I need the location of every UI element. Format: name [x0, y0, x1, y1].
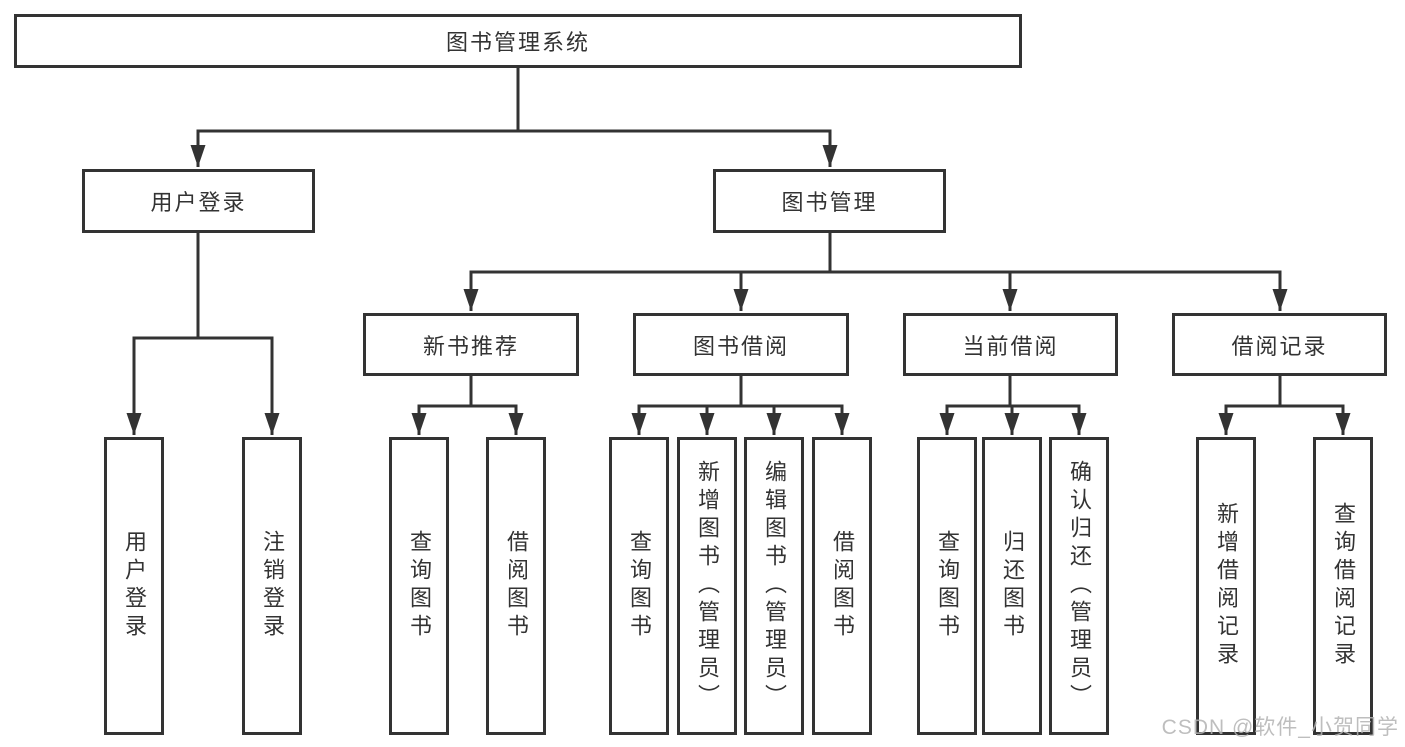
csdn-watermark: CSDN @软件_小贺同学	[1161, 716, 1399, 739]
connector-book-borrow-children	[631, 376, 850, 435]
node-book-management-label: 图书管理	[781, 190, 878, 215]
node-book-borrow: 图书借阅	[633, 313, 849, 376]
leaf-user-login-label: 用户登录	[122, 530, 147, 642]
node-root-system: 图书管理系统	[14, 14, 1022, 68]
leaf-confirm-return-admin-label: 确认归还（管理员）	[1067, 460, 1092, 712]
leaf-borrow-books-label: 借阅图书	[830, 530, 855, 642]
leaf-borrow-books: 借阅图书	[812, 437, 872, 735]
leaf-add-books-admin-label: 新增图书（管理员）	[695, 460, 720, 712]
node-borrow-records-label: 借阅记录	[1231, 333, 1328, 359]
connector-borrow-records-children	[1218, 376, 1351, 435]
leaf-add-borrow-record-label: 新增借阅记录	[1214, 502, 1239, 670]
connector-root-to-level2	[190, 68, 838, 167]
connector-current-borrow-children	[939, 376, 1087, 435]
node-user-login-label: 用户登录	[150, 190, 247, 215]
leaf-recommend-query-books: 查询图书	[389, 437, 449, 735]
node-borrow-records: 借阅记录	[1172, 313, 1387, 376]
node-new-book-recommend-label: 新书推荐	[422, 333, 519, 359]
leaf-confirm-return-admin: 确认归还（管理员）	[1049, 437, 1109, 735]
node-new-book-recommend: 新书推荐	[363, 313, 579, 376]
connector-book-management-groups	[463, 233, 1288, 311]
leaf-borrow-query-books-label: 查询图书	[627, 530, 652, 642]
node-book-management: 图书管理	[713, 169, 946, 233]
leaf-user-login: 用户登录	[104, 437, 164, 735]
leaf-recommend-borrow-books: 借阅图书	[486, 437, 546, 735]
leaf-recommend-query-books-label: 查询图书	[407, 530, 432, 642]
leaf-recommend-borrow-books-label: 借阅图书	[504, 530, 529, 642]
leaf-query-borrow-record: 查询借阅记录	[1313, 437, 1373, 735]
leaf-add-borrow-record: 新增借阅记录	[1196, 437, 1256, 735]
connector-new-book-children	[411, 376, 524, 435]
leaf-query-borrow-record-label: 查询借阅记录	[1331, 502, 1356, 670]
node-user-login: 用户登录	[82, 169, 315, 233]
node-current-borrow-label: 当前借阅	[962, 333, 1059, 359]
leaf-borrow-query-books: 查询图书	[609, 437, 669, 735]
node-book-borrow-label: 图书借阅	[692, 333, 789, 359]
node-root-label: 图书管理系统	[445, 30, 590, 55]
leaf-current-query-books-label: 查询图书	[935, 530, 960, 642]
leaf-logout-label: 注销登录	[260, 530, 285, 642]
leaf-logout: 注销登录	[242, 437, 302, 735]
leaf-edit-books-admin-label: 编辑图书（管理员）	[762, 460, 787, 712]
leaf-return-books: 归还图书	[982, 437, 1042, 735]
leaf-add-books-admin: 新增图书（管理员）	[677, 437, 737, 735]
leaf-current-query-books: 查询图书	[917, 437, 977, 735]
node-current-borrow: 当前借阅	[903, 313, 1118, 376]
leaf-return-books-label: 归还图书	[1000, 530, 1025, 642]
leaf-edit-books-admin: 编辑图书（管理员）	[744, 437, 804, 735]
connector-user-login-children	[126, 233, 280, 435]
